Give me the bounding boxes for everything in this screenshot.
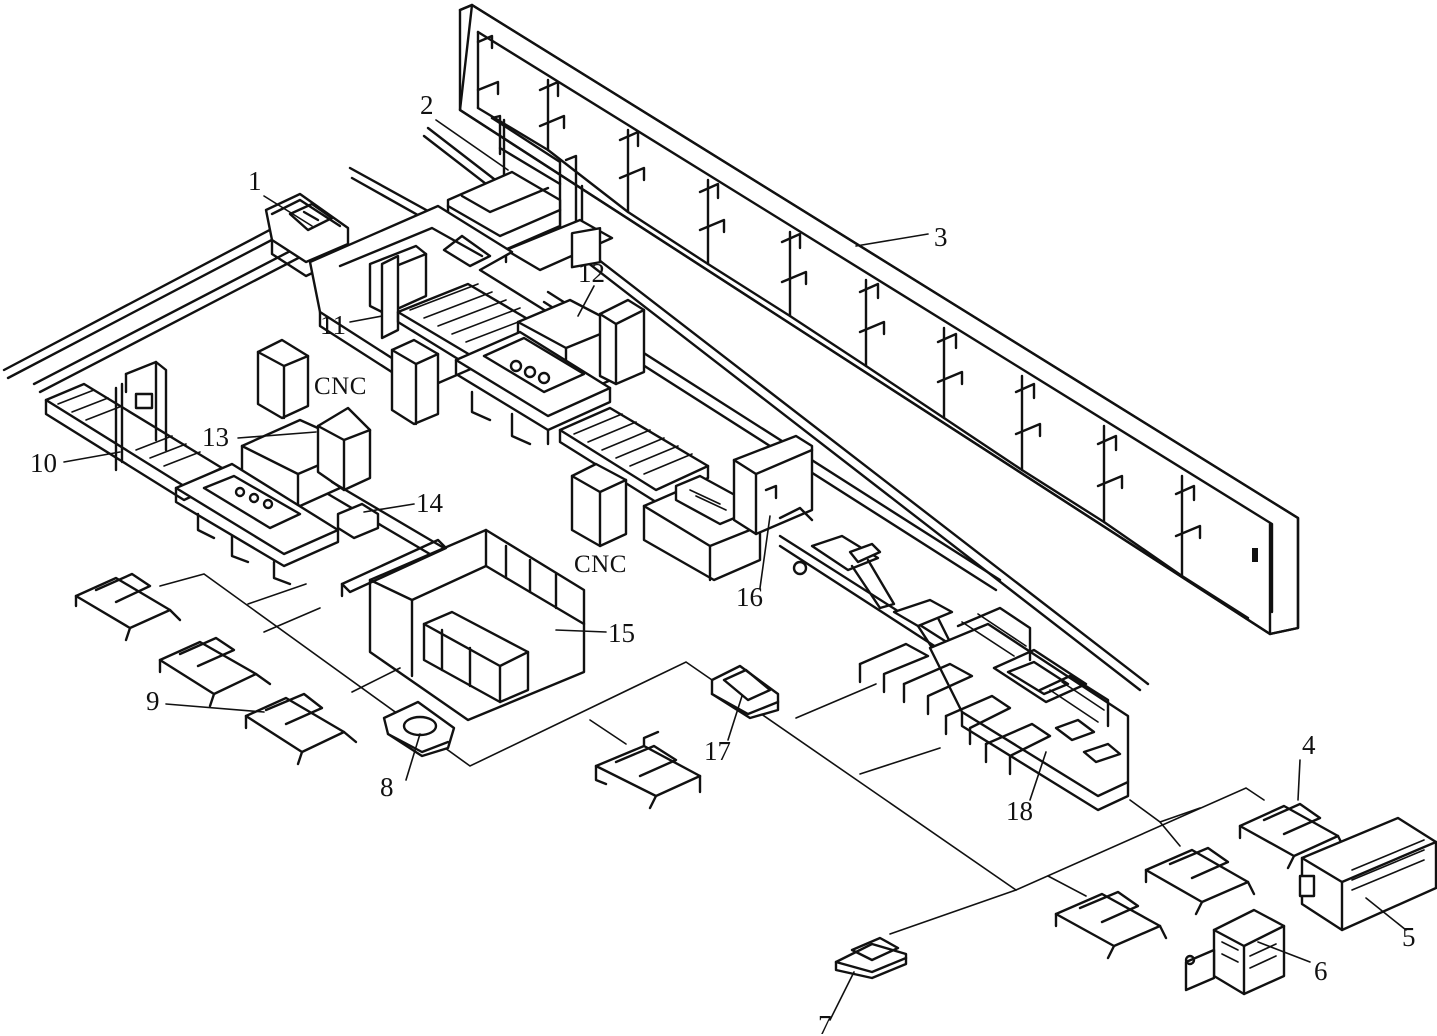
cnc-cabinet-lower	[570, 462, 628, 548]
cleaning-machine-5	[1298, 816, 1437, 932]
label-5: 5	[1402, 922, 1416, 952]
machining-center-12	[454, 226, 646, 446]
agv-7	[834, 936, 908, 980]
callout-labels: 1 2 3 4 5 6 7 8 9 10 11 12 13 14 15 16 1…	[30, 90, 1416, 1036]
machine-6	[1184, 908, 1286, 996]
label-4: 4	[1302, 730, 1316, 760]
label-6: 6	[1314, 956, 1328, 986]
label-17: 17	[704, 736, 731, 766]
label-cnc-lower: CNC	[574, 551, 627, 578]
label-cnc-upper: CNC	[314, 373, 367, 400]
agv-path	[159, 573, 1265, 935]
cnc-cabinet-upper	[256, 338, 440, 426]
label-10: 10	[30, 448, 57, 478]
label-18: 18	[1006, 796, 1033, 826]
label-14: 14	[416, 488, 444, 518]
buffer-station-18	[858, 606, 1130, 812]
inspection-room-15	[340, 528, 586, 722]
pallet-stands-right	[1054, 802, 1346, 960]
label-7: 7	[818, 1010, 832, 1036]
storage-rack	[458, 3, 1300, 636]
label-8: 8	[380, 772, 394, 802]
agv-17	[710, 664, 780, 720]
label-9: 9	[146, 686, 160, 716]
left-cell	[44, 360, 446, 586]
label-15: 15	[608, 618, 635, 648]
label-11: 11	[320, 310, 346, 340]
pallet-stands-left	[74, 572, 358, 766]
pallet-stand-mid	[594, 730, 702, 810]
machining-center-16	[642, 434, 814, 582]
leader-lines	[63, 119, 1407, 1021]
label-2: 2	[420, 90, 434, 120]
label-12: 12	[578, 258, 605, 288]
label-16: 16	[736, 582, 763, 612]
label-3: 3	[934, 222, 948, 252]
agv-8	[382, 700, 456, 758]
label-13: 13	[202, 422, 229, 452]
label-1: 1	[248, 166, 262, 196]
